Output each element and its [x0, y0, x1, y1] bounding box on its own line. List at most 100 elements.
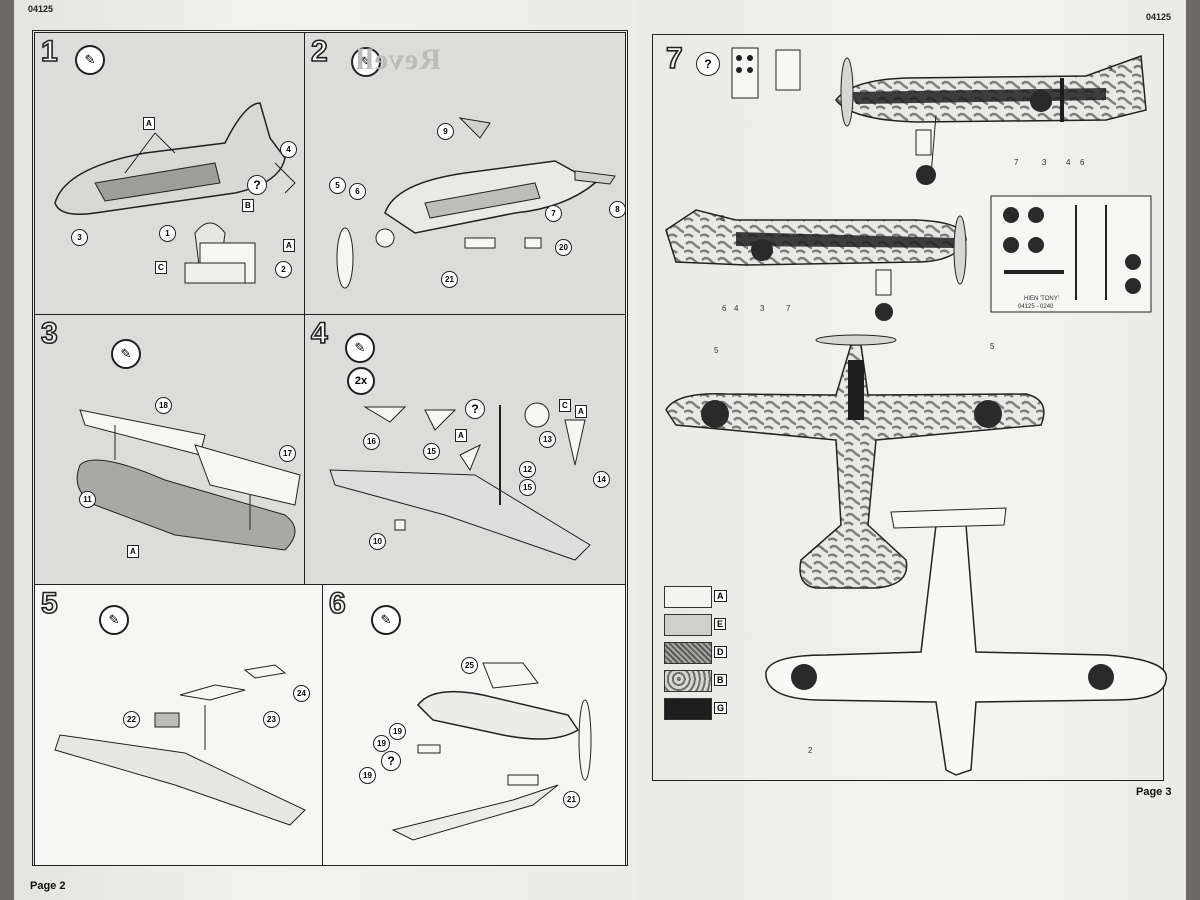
callout-5-right: 5	[990, 342, 995, 351]
part-callout-4: 4	[280, 141, 297, 158]
part-callout-16r: 15	[519, 479, 536, 496]
swatch-label-b: B	[714, 674, 727, 686]
colour-ref-a: A	[143, 117, 155, 130]
step-1-panel: 1 ✎ 4 1 2 3 A B C A ?	[34, 32, 306, 316]
part-callout-1: 1	[159, 225, 176, 242]
part-callout-9: 9	[437, 123, 454, 140]
callout-4: 4	[1066, 158, 1071, 167]
final-assembly-drawing	[391, 662, 592, 841]
part-callout-3: 3	[71, 229, 88, 246]
swatch-g	[664, 698, 712, 720]
landing-gear-drawing	[329, 402, 591, 561]
swatch-label-e: E	[714, 618, 727, 630]
painting-frame	[652, 34, 1164, 781]
part-callout-24: 24	[293, 685, 310, 702]
colour-ref-c: C	[559, 399, 571, 412]
question-icon: ?	[381, 751, 401, 771]
part-callout-21: 21	[563, 791, 580, 808]
callout-9: 9	[1108, 64, 1113, 73]
swatch-e	[664, 614, 712, 636]
part-callout-19b: 19	[373, 735, 390, 752]
part-callout-20: 20	[555, 239, 572, 256]
swatch-a	[664, 586, 712, 608]
swatch-label-a: A	[714, 590, 727, 602]
callout-7b: 7	[786, 304, 791, 313]
step-number: 4	[310, 317, 328, 350]
part-callout-10: 10	[369, 533, 386, 550]
fuselage-assembly-drawing	[336, 117, 616, 289]
colour-ref-a: A	[455, 429, 467, 442]
quantity-badge: 2x	[347, 367, 375, 395]
glue-icon: ✎	[111, 339, 141, 369]
step-number: 5	[40, 587, 58, 620]
page-code: 04125	[28, 4, 54, 14]
part-callout-5: 5	[329, 177, 346, 194]
glue-icon: ✎	[371, 605, 401, 635]
colour-ref-c: C	[155, 261, 167, 274]
part-callout-6: 6	[349, 183, 366, 200]
page-number: Page 2	[30, 880, 66, 892]
part-callout-7: 7	[545, 205, 562, 222]
page-number: Page 3	[1136, 786, 1172, 798]
glue-icon: ✎	[75, 45, 105, 75]
part-callout-15: 16	[363, 433, 380, 450]
decal-sheet-code: 04125 - 0240	[1018, 304, 1054, 310]
question-icon: ?	[696, 52, 720, 76]
step-number: 6	[328, 587, 346, 620]
step-number: 7	[665, 42, 683, 75]
glue-icon: ✎	[99, 605, 129, 635]
callout-4b: 4	[734, 304, 739, 313]
step-6-panel: 6 ✎ 25 19 19 19 ? 21	[322, 584, 626, 866]
part-callout-18: 18	[155, 397, 172, 414]
colour-ref-a2: A	[575, 405, 587, 418]
lower-wing-drawing	[76, 409, 301, 551]
glue-icon: ✎	[351, 47, 381, 77]
swatch-d	[664, 642, 712, 664]
callout-6: 6	[1080, 158, 1085, 167]
callout-2: 2	[808, 746, 813, 755]
part-callout-22: 22	[123, 711, 140, 728]
part-callout-25: 25	[461, 657, 478, 674]
callout-3: 3	[1042, 158, 1047, 167]
swatch-b	[664, 670, 712, 692]
step-number: 2	[310, 35, 328, 68]
step-3-panel: 3 ✎ 18 17 11 A	[34, 314, 306, 586]
colour-ref-b: B	[242, 199, 254, 212]
part-callout-14: 14	[593, 471, 610, 488]
part-callout-11: 11	[79, 491, 96, 508]
callout-3b: 3	[760, 304, 765, 313]
painting-diagram	[665, 47, 1167, 776]
callout-5-left: 5	[714, 346, 719, 355]
part-callout-8: 8	[609, 201, 625, 218]
question-icon: ?	[465, 399, 485, 419]
swatch-label-g: G	[714, 702, 728, 714]
fuselage-half-drawing	[54, 102, 296, 284]
glue-icon: ✎	[345, 333, 375, 363]
wing-assembly-drawing	[54, 664, 306, 826]
part-callout-19a: 19	[389, 723, 406, 740]
step-number: 1	[40, 35, 58, 68]
part-callout-12: 12	[519, 461, 536, 478]
part-callout-23: 23	[263, 711, 280, 728]
step-number: 3	[40, 317, 58, 350]
callout-8b: 8	[720, 214, 725, 223]
part-callout-21: 21	[441, 271, 458, 288]
callout-7: 7	[1014, 158, 1019, 167]
part-callout-13: 13	[539, 431, 556, 448]
part-callout-2: 2	[275, 261, 292, 278]
swatch-label-d: D	[714, 646, 727, 658]
part-callout-17: 17	[279, 445, 296, 462]
part-callout-16: 15	[423, 443, 440, 460]
page-3-sheet: 04125 Page 3 7 ?	[636, 0, 1186, 900]
callout-6b: 6	[722, 304, 727, 313]
step-4-panel: 4 ✎ 2x ? A C A 16 15 12 13 14 15 10	[304, 314, 626, 586]
colour-ref-a: A	[127, 545, 139, 558]
page-code: 04125	[1146, 12, 1172, 22]
part-callout-19c: 19	[359, 767, 376, 784]
step-2-panel: 2 ✎ Revell 5 6 7 8 9 20 21	[304, 32, 626, 316]
question-icon: ?	[247, 175, 267, 195]
step-5-panel: 5 ✎ 22 23 24	[34, 584, 324, 866]
colour-ref-a2: A	[283, 239, 295, 252]
decal-sheet-label: HIEN 'TONY'	[1024, 296, 1059, 302]
page-2-sheet: 04125 Page 2 1 ✎ 4 1 2 3 A B C A ? 2 ✎ R…	[14, 0, 636, 900]
